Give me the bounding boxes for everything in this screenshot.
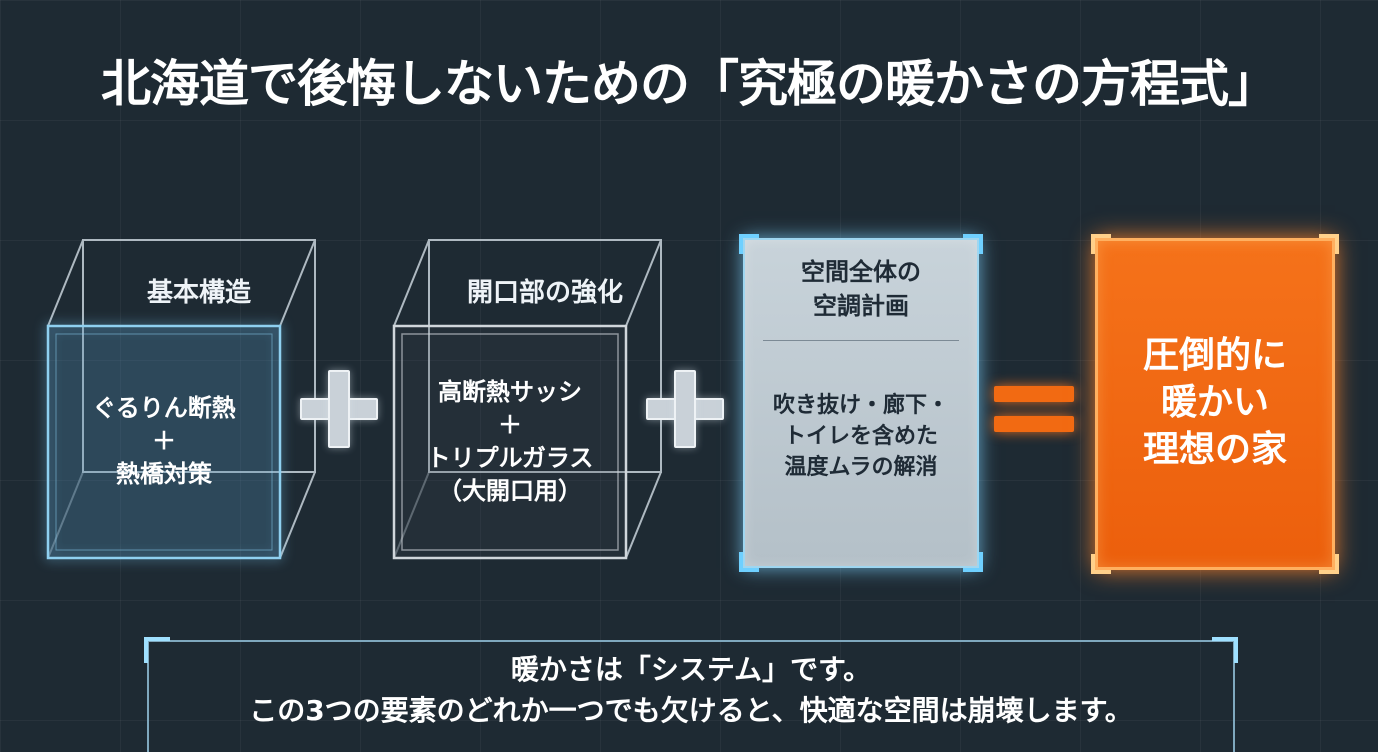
panel-body-line: 吹き抜け・廊下・ (772, 393, 949, 418)
cube-wireframe (392, 239, 662, 560)
panel-divider (763, 340, 959, 341)
cube-body-line: （大開口用） (438, 477, 582, 506)
cube-body: ぐるりん断熱 ＋ 熱橋対策 (48, 392, 280, 491)
result-line: 暖かい (1160, 381, 1269, 423)
result-line: 圧倒的に (1142, 335, 1287, 376)
cube-body: 高断熱サッシ ＋ トリプルガラス （大開口用） (394, 376, 626, 508)
result-box: 圧倒的に 暖かい 理想の家 (1091, 234, 1339, 574)
cube-heading: 基本構造 (146, 278, 251, 308)
cube-body-line: 熱橋対策 (116, 460, 212, 489)
equals-icon (994, 382, 1076, 438)
message-line: 暖かさは「システム」です。 (510, 653, 872, 686)
panel-body: 吹き抜け・廊下・ トイレを含めた 温度ムラの解消 (745, 390, 977, 484)
plus-icon (300, 370, 378, 448)
cube-body-line: ぐるりん断熱 (92, 394, 236, 422)
cube-basic-structure: 基本構造 ぐるりん断熱 ＋ 熱橋対策 (40, 236, 330, 572)
page-title: 北海道で後悔しないための「究極の暖かさの方程式」 (101, 55, 1278, 113)
hvac-planning-panel: 空間全体の 空調計画 吹き抜け・廊下・ トイレを含めた 温度ムラの解消 (739, 234, 983, 572)
cube-body-line: トリプルガラス (426, 444, 594, 473)
cube-heading: 開口部の強化 (466, 278, 623, 308)
plus-icon (646, 370, 724, 448)
cube-body-line: 高断熱サッシ (438, 378, 582, 406)
cube-body-line: ＋ (152, 427, 176, 456)
cube-body-line: ＋ (498, 411, 522, 440)
panel-heading-line: 空間全体の (801, 258, 921, 286)
panel-heading-line: 空調計画 (813, 291, 909, 320)
message-text: 暖かさは「システム」です。 この3つの要素のどれか一つでも欠けると、快適な空間は… (149, 650, 1233, 731)
result-line: 理想の家 (1142, 428, 1287, 470)
panel-heading: 空間全体の 空調計画 (745, 256, 977, 323)
message-line: この3つの要素のどれか一つでも欠けると、快適な空間は崩壊します。 (249, 693, 1133, 727)
cube-opening-reinforcement: 開口部の強化 高断熱サッシ ＋ トリプルガラス （大開口用） (386, 236, 676, 572)
message-box: 暖かさは「システム」です。 この3つの要素のどれか一つでも欠けると、快適な空間は… (144, 637, 1238, 752)
panel-body-line: トイレを含めた (783, 424, 938, 450)
result-text: 圧倒的に 暖かい 理想の家 (1098, 333, 1332, 473)
panel-body-line: 温度ムラの解消 (784, 455, 938, 481)
cube-wireframe (46, 239, 316, 560)
